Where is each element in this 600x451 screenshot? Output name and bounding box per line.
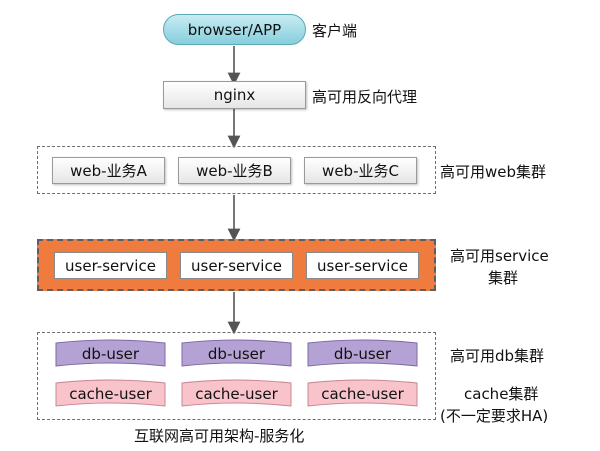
web-node-b: web-业务B [178,157,291,184]
db-node-label: db-user [333,344,392,363]
cache-node-label: cache-user [195,384,278,403]
client-label: browser/APP [187,20,282,39]
cache-cluster-caption-line1: cache集群 [464,385,539,403]
cache-cluster-caption-line2: (不一定要求HA) [440,407,549,425]
diagram-footer-title: 互联网高可用架构-服务化 [134,427,305,445]
cache-flag-shape-1 [55,379,166,407]
proxy-caption: 高可用反向代理 [312,88,418,106]
web-node-label: web-业务A [70,162,147,180]
db-node-3: db-user [308,343,417,364]
proxy-label: nginx [213,86,256,104]
cache-flag-shape-3 [307,379,418,407]
service-node-label: user-service [191,256,282,275]
cache-flag-shape-2 [181,379,292,407]
service-node-label: user-service [317,256,408,275]
db-node-label: db-user [81,344,140,363]
cache-node-label: cache-user [69,384,152,403]
service-node-1: user-service [54,252,167,279]
web-cluster-frame [37,146,436,194]
web-node-label: web-业务C [322,162,399,180]
data-cluster-frame [37,332,436,420]
db-flag-shape-3 [307,339,418,367]
db-node-2: db-user [182,343,291,364]
cache-node-1: cache-user [56,383,165,404]
db-flag-shape-2 [181,339,292,367]
client-caption: 客户端 [312,22,358,40]
cache-node-3: cache-user [308,383,417,404]
service-cluster-caption-line2: 集群 [488,269,519,287]
db-node-1: db-user [56,343,165,364]
service-node-3: user-service [306,252,419,279]
cache-node-label: cache-user [321,384,404,403]
proxy-node: nginx [163,81,306,109]
db-flag-shape-1 [55,339,166,367]
db-node-label: db-user [207,344,266,363]
web-node-label: web-业务B [196,162,273,180]
web-node-a: web-业务A [52,157,165,184]
service-cluster-caption-line1: 高可用service [450,247,549,265]
web-cluster-caption: 高可用web集群 [440,163,547,181]
client-node: browser/APP [163,14,306,45]
cache-node-2: cache-user [182,383,291,404]
service-node-2: user-service [180,252,293,279]
db-cluster-caption: 高可用db集群 [450,347,545,365]
service-node-label: user-service [65,256,156,275]
web-node-c: web-业务C [304,157,417,184]
